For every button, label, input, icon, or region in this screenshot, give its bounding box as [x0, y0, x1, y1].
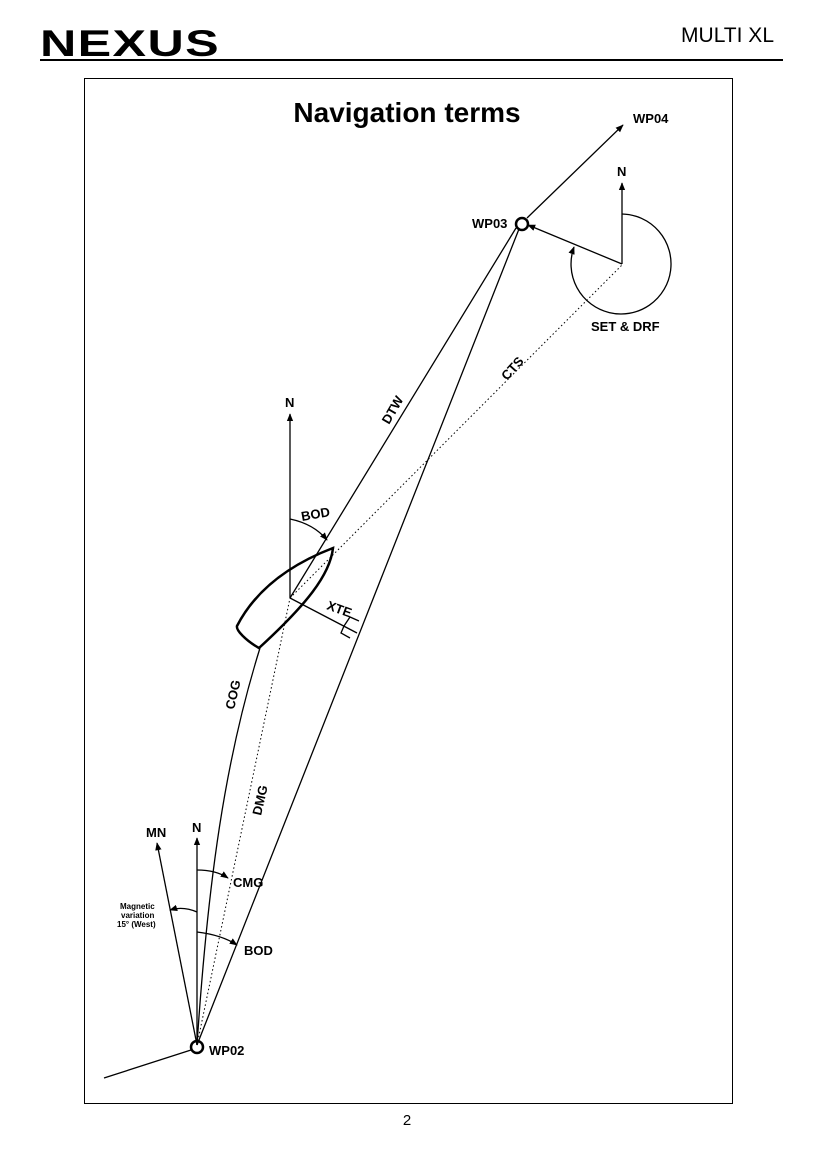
set-arc — [568, 213, 672, 315]
bod-arc-wp02 — [196, 931, 238, 946]
wp03-marker — [514, 216, 530, 232]
right-angle-mark — [343, 616, 360, 627]
label-mn: MN — [146, 825, 166, 840]
dtw-line — [289, 227, 517, 599]
label-n-boat: N — [285, 395, 294, 410]
xte-line — [289, 597, 358, 634]
magnetic-north-arrow — [155, 842, 198, 1046]
label-n-wp02: N — [192, 820, 201, 835]
header-divider — [40, 59, 783, 61]
model-name: MULTI XL — [681, 24, 774, 47]
label-dmg: DMG — [249, 784, 270, 817]
incoming-track — [103, 1049, 192, 1079]
diagram-frame — [84, 78, 733, 1104]
label-n-set: N — [617, 164, 626, 179]
label-cmg: CMG — [233, 875, 263, 890]
diagram-title: Navigation terms — [293, 97, 521, 128]
label-xte: XTE — [325, 598, 354, 621]
label-dtw: DTW — [379, 393, 407, 427]
bod-arc-boat — [289, 518, 328, 541]
label-bod-wp02: BOD — [244, 943, 273, 958]
route-wp02-wp03 — [196, 228, 520, 1046]
label-set-drift: SET & DRF — [591, 319, 660, 334]
boat-hull — [235, 546, 335, 650]
current-vector — [527, 224, 623, 265]
cts-line — [289, 263, 624, 599]
wp02-marker — [189, 1039, 205, 1055]
label-wp02: WP02 — [209, 1043, 244, 1058]
brand-logo: NEXUS — [40, 22, 222, 64]
label-cts: CTS — [498, 353, 527, 383]
label-bod-boat: BOD — [300, 504, 331, 524]
brand-logo-text: NEXUS — [40, 23, 220, 62]
label-variation-3: 15° (West) — [117, 920, 156, 929]
variation-arc — [169, 904, 198, 913]
label-cog: COG — [222, 678, 243, 710]
label-wp04: WP04 — [633, 111, 669, 126]
page-number: 2 — [402, 1112, 412, 1129]
cmg-arc — [196, 869, 229, 879]
dmg-line — [196, 597, 291, 1046]
label-variation-2: variation — [121, 911, 154, 920]
route-wp03-wp04 — [526, 124, 624, 219]
cog-track — [196, 647, 261, 1046]
label-wp03: WP03 — [472, 216, 507, 231]
label-variation-1: Magnetic — [120, 902, 155, 911]
